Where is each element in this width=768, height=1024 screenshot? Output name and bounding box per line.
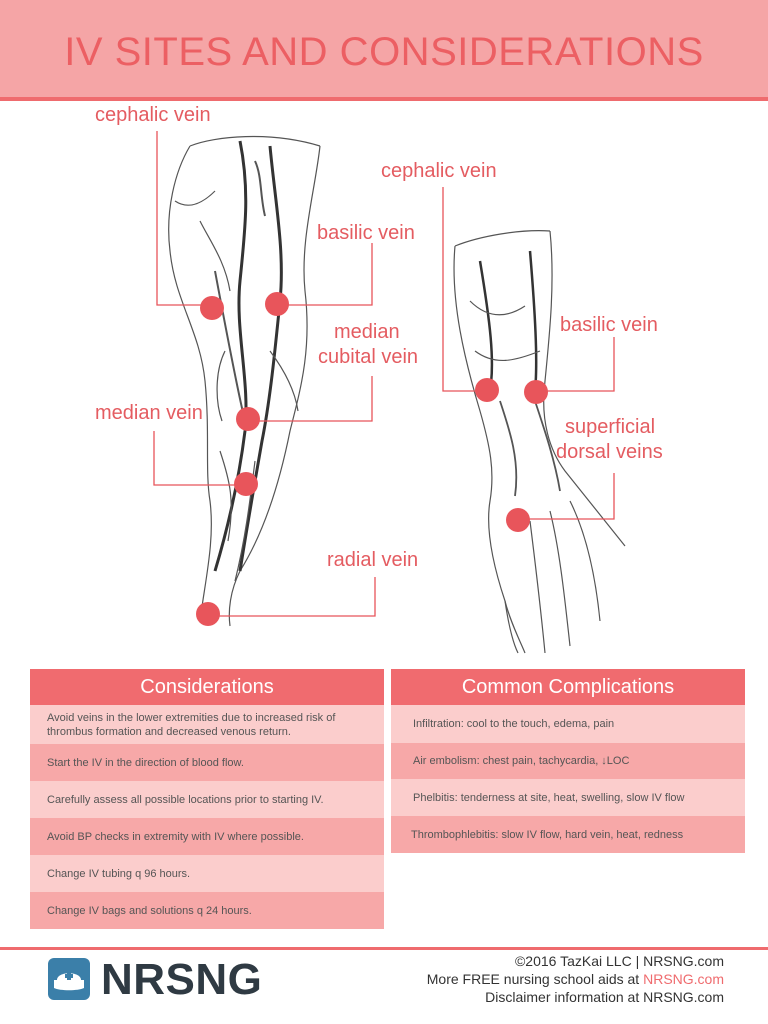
disclaimer-text: Disclaimer information at NRSNG.com xyxy=(485,989,724,1005)
leader-arm-basilic xyxy=(278,243,373,306)
label-arm-median-cubital-line2: cubital vein xyxy=(318,346,419,368)
complications-header: Common Complications xyxy=(391,669,745,705)
leader-hand-dorsal xyxy=(518,473,615,520)
marker-hand-cephalic xyxy=(475,378,499,402)
nurse-cap-cross-icon xyxy=(54,972,84,991)
leader-hand-cephalic xyxy=(442,187,487,392)
consideration-row: Change IV tubing q 96 hours. xyxy=(30,855,384,892)
leader-hand-basilic xyxy=(536,337,615,392)
footer-divider xyxy=(0,947,768,950)
leader-arm-median xyxy=(153,431,246,486)
complication-row: Air embolism: chest pain, tachycardia, ↓… xyxy=(391,743,745,779)
header-band xyxy=(0,0,768,97)
more-aids-text: More FREE nursing school aids at NRSNG.c… xyxy=(426,971,724,987)
brand-name[interactable]: NRSNG xyxy=(101,955,263,1004)
considerations-header: Considerations xyxy=(30,669,384,705)
leader-arm-radial xyxy=(208,577,376,617)
leader-arm-median-cubital xyxy=(248,376,373,422)
label-arm-radial: radial vein xyxy=(327,549,419,571)
label-hand-dorsal-line2: dorsal veins xyxy=(556,441,663,463)
header-divider xyxy=(0,97,768,101)
marker-hand-basilic xyxy=(524,380,548,404)
marker-arm-basilic xyxy=(265,292,289,316)
arm-hand-illustration xyxy=(153,131,626,654)
label-arm-cephalic: cephalic vein xyxy=(95,104,211,126)
complication-row: Thrombophlebitis: slow IV flow, hard vei… xyxy=(391,816,745,853)
considerations-table: Considerations Avoid veins in the lower … xyxy=(30,669,384,929)
marker-arm-cephalic xyxy=(200,296,224,320)
iv-site-markers xyxy=(196,292,548,626)
label-hand-dorsal-line1: superficial xyxy=(565,416,656,438)
marker-arm-median-cubital xyxy=(236,407,260,431)
marker-hand-dorsal xyxy=(506,508,530,532)
marker-arm-median xyxy=(234,472,258,496)
marker-arm-radial xyxy=(196,602,220,626)
page-title: IV SITES AND CONSIDERATIONS xyxy=(64,30,704,74)
label-arm-basilic: basilic vein xyxy=(317,222,415,244)
leader-arm-cephalic xyxy=(156,131,212,306)
complications-table: Common Complications Infiltration: cool … xyxy=(391,669,745,853)
consideration-row: Carefully assess all possible locations … xyxy=(30,781,384,818)
complication-row: Phelbitis: tenderness at site, heat, swe… xyxy=(391,779,745,816)
label-hand-cephalic: cephalic vein xyxy=(381,160,497,182)
arm-drawing xyxy=(168,135,321,627)
consideration-row: Avoid veins in the lower extremities due… xyxy=(30,705,384,744)
footer-info: ©2016 TazKai LLC | NRSNG.com More FREE n… xyxy=(427,952,724,1006)
leader-lines xyxy=(153,131,615,617)
complication-row: Infiltration: cool to the touch, edema, … xyxy=(391,705,745,743)
label-arm-median: median vein xyxy=(95,402,203,424)
copyright-text: ©2016 TazKai LLC | NRSNG.com xyxy=(514,953,724,969)
consideration-row: Avoid BP checks in extremity with IV whe… xyxy=(30,818,384,855)
nrsng-link[interactable]: NRSNG.com xyxy=(643,971,724,987)
label-arm-median-cubital-line1: median xyxy=(334,321,400,343)
consideration-row: Start the IV in the direction of blood f… xyxy=(30,744,384,781)
label-hand-basilic: basilic vein xyxy=(560,314,658,336)
vein-diagram: cephalic vein basilic vein median cubita… xyxy=(0,101,768,661)
consideration-row: Change IV bags and solutions q 24 hours. xyxy=(30,892,384,929)
